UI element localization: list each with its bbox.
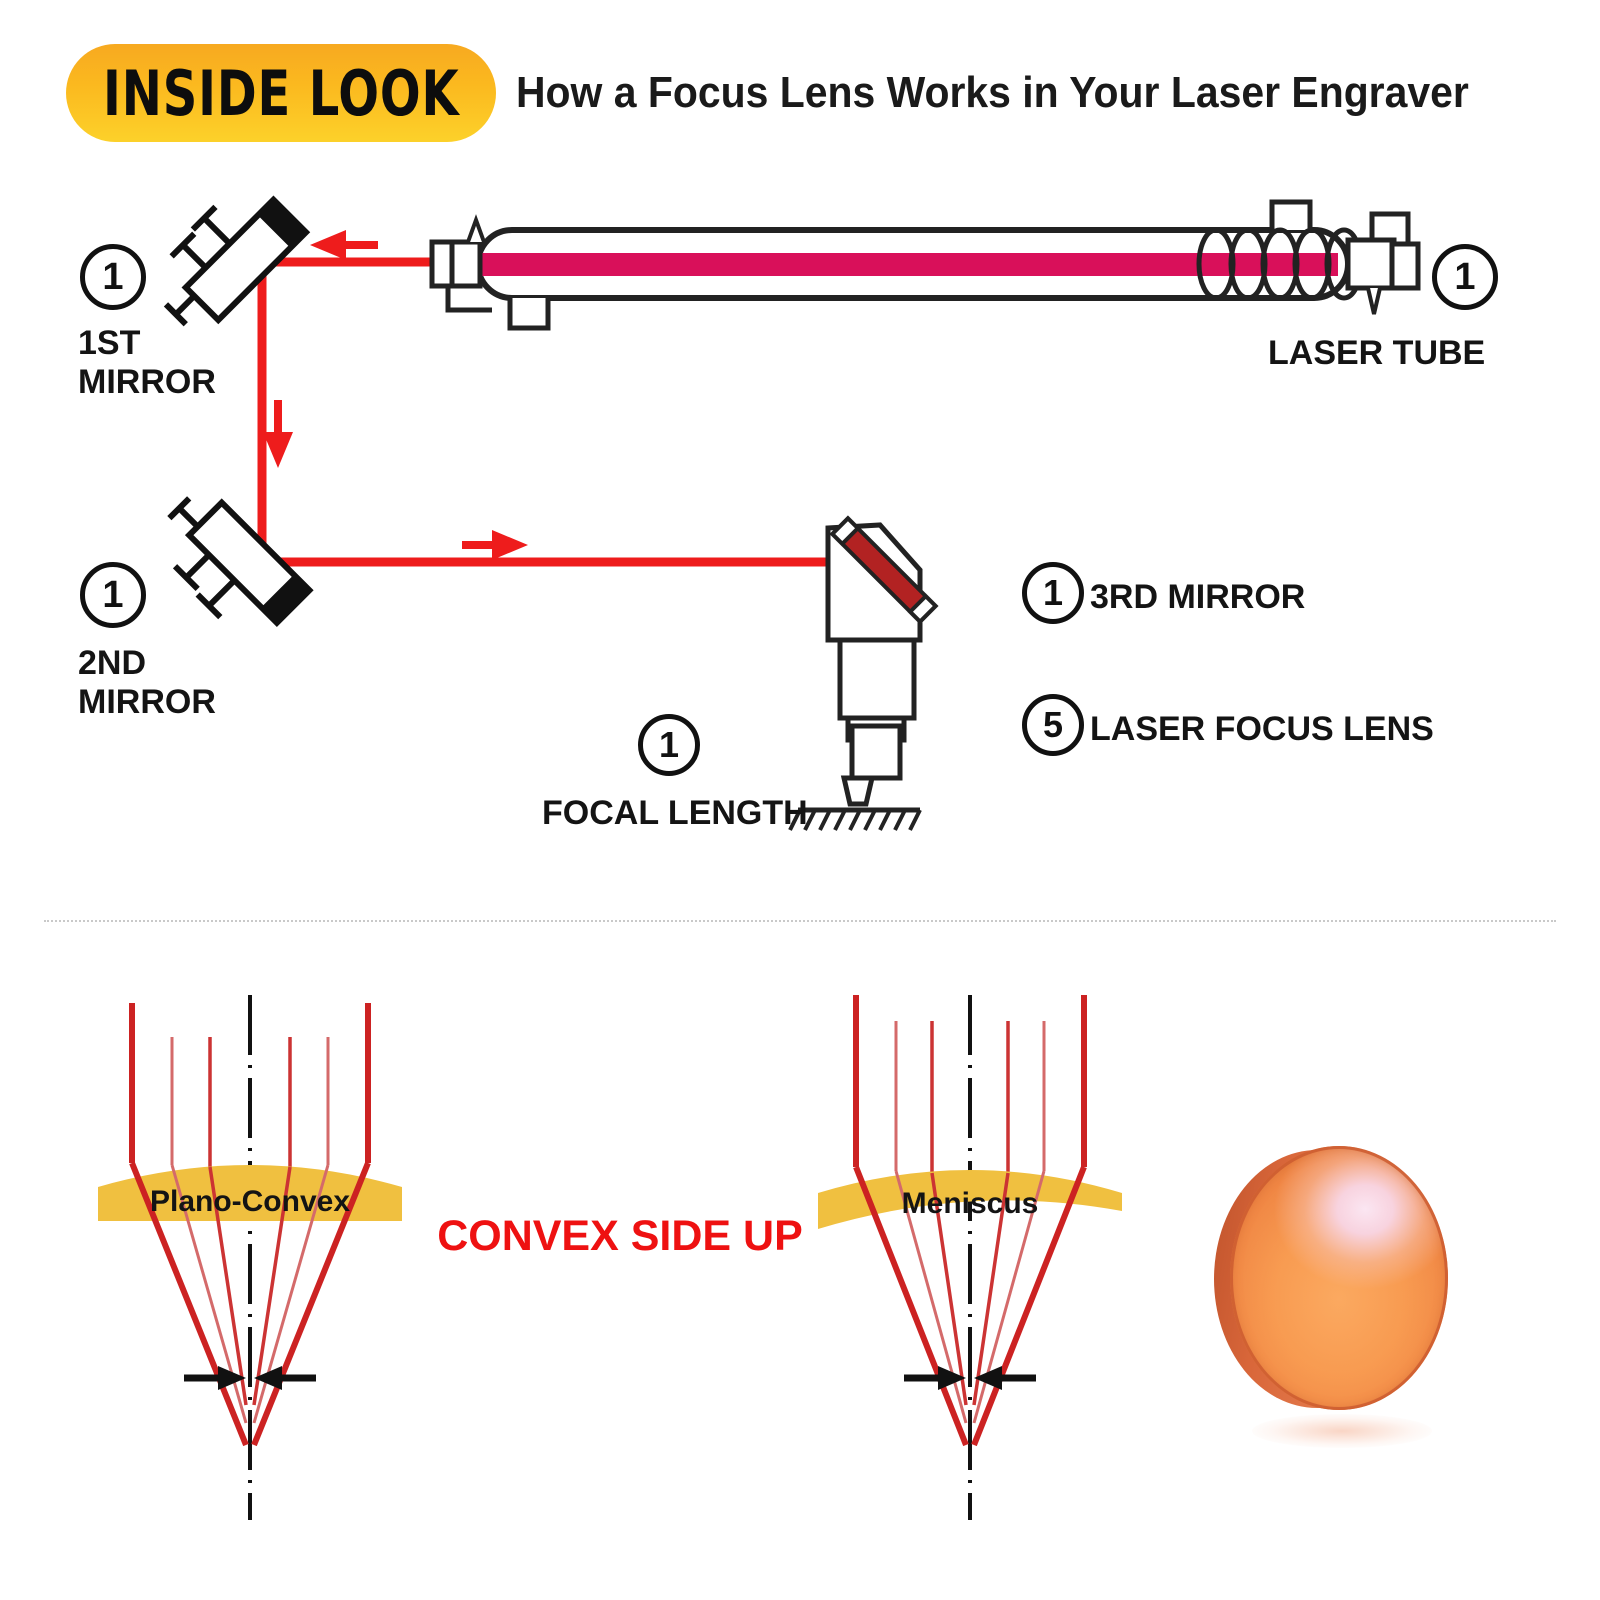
section-divider xyxy=(44,920,1556,922)
callout-badge-second-mirror: 1 xyxy=(80,562,146,628)
callout-label-focus-lens: LASER FOCUS LENS xyxy=(1090,710,1434,748)
callout-badge-third-mirror: 1 xyxy=(1022,562,1084,624)
callout-badge-first-mirror: 1 xyxy=(80,244,146,310)
callout-label-first-mirror: 1ST MIRROR xyxy=(78,324,216,402)
laser-tube-component xyxy=(429,199,1421,331)
inside-look-badge-label: INSIDE LOOK xyxy=(102,56,460,130)
incoming-rays xyxy=(129,1003,371,1167)
lens-reflection xyxy=(1252,1414,1432,1448)
lens-face-edge xyxy=(1230,1146,1448,1410)
page-title: How a Focus Lens Works in Your Laser Eng… xyxy=(516,68,1469,117)
callout-badge-focus-lens: 5 xyxy=(1022,694,1084,756)
first-mirror-assembly xyxy=(163,195,311,327)
focal-waist-marker xyxy=(904,1366,1036,1390)
laser-head-assembly xyxy=(788,515,939,831)
callout-badge-focal-length: 1 xyxy=(638,714,700,776)
plano-convex-lens-diagram: Plano-Convex xyxy=(98,995,402,1520)
incoming-rays xyxy=(853,995,1087,1173)
meniscus-label: Meniscus xyxy=(902,1187,1039,1220)
refracted-rays xyxy=(853,1165,1087,1447)
beam-direction-arrows xyxy=(263,230,528,560)
convex-side-up-note: CONVEX SIDE UP xyxy=(437,1212,803,1260)
callout-label-second-mirror: 2ND MIRROR xyxy=(78,644,216,722)
second-mirror-assembly xyxy=(167,496,314,628)
focal-waist-marker xyxy=(184,1366,316,1390)
laser-machine-diagram xyxy=(163,195,1421,831)
page-header: INSIDE LOOK How a Focus Lens Works in Yo… xyxy=(0,0,1600,170)
meniscus-lens-diagram: Meniscus xyxy=(818,995,1122,1520)
plano-convex-lens-body xyxy=(98,1165,402,1221)
callout-badge-laser-tube: 1 xyxy=(1432,244,1498,310)
plano-convex-label: Plano-Convex xyxy=(150,1185,350,1218)
callout-label-laser-tube: LASER TUBE xyxy=(1268,334,1486,372)
callout-label-focal-length: FOCAL LENGTH xyxy=(542,794,808,832)
focus-lens-photo xyxy=(1212,1128,1462,1458)
callout-label-third-mirror: 3RD MIRROR xyxy=(1090,578,1306,616)
inside-look-badge: INSIDE LOOK xyxy=(66,44,496,142)
beam-path xyxy=(257,257,863,770)
meniscus-lens-body xyxy=(818,1170,1122,1229)
